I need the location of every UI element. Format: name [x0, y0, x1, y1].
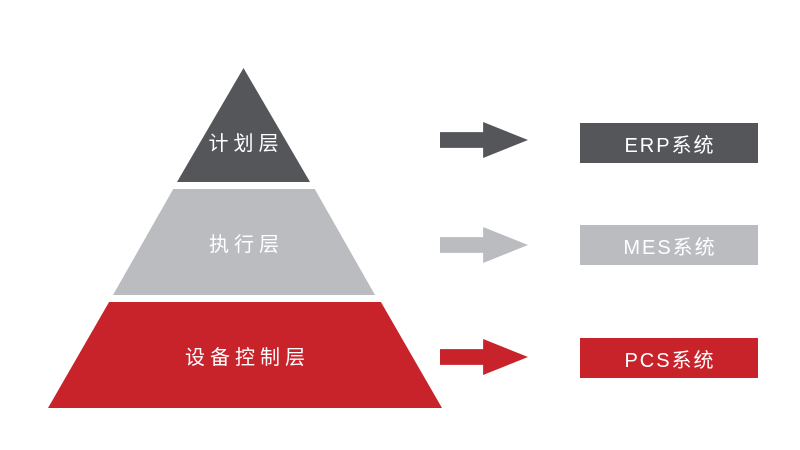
system-box-mes: MES系统	[580, 225, 758, 265]
system-box-erp-label: ERP系统	[624, 134, 716, 157]
right-arrow-icon-pcs	[440, 339, 528, 375]
right-arrow-icon-erp	[440, 122, 528, 158]
system-box-pcs-label: PCS系统	[624, 349, 716, 372]
pyramid-layer-planning: 计划层	[177, 68, 310, 182]
pyramid-layer-planning-label: 计划层	[208, 133, 284, 155]
system-box-pcs: PCS系统	[580, 338, 758, 378]
system-box-mes-label: MES系统	[623, 236, 717, 259]
pyramid-layer-execution-label: 执行层	[209, 233, 284, 256]
system-box-erp: ERP系统	[580, 123, 758, 163]
pyramid-layer-execution: 执行层	[113, 189, 375, 295]
pyramid-layer-device-control: 设备控制层	[48, 302, 442, 408]
pyramid-layer-device-control-label: 设备控制层	[185, 346, 310, 369]
right-arrow-icon-mes	[440, 227, 528, 263]
